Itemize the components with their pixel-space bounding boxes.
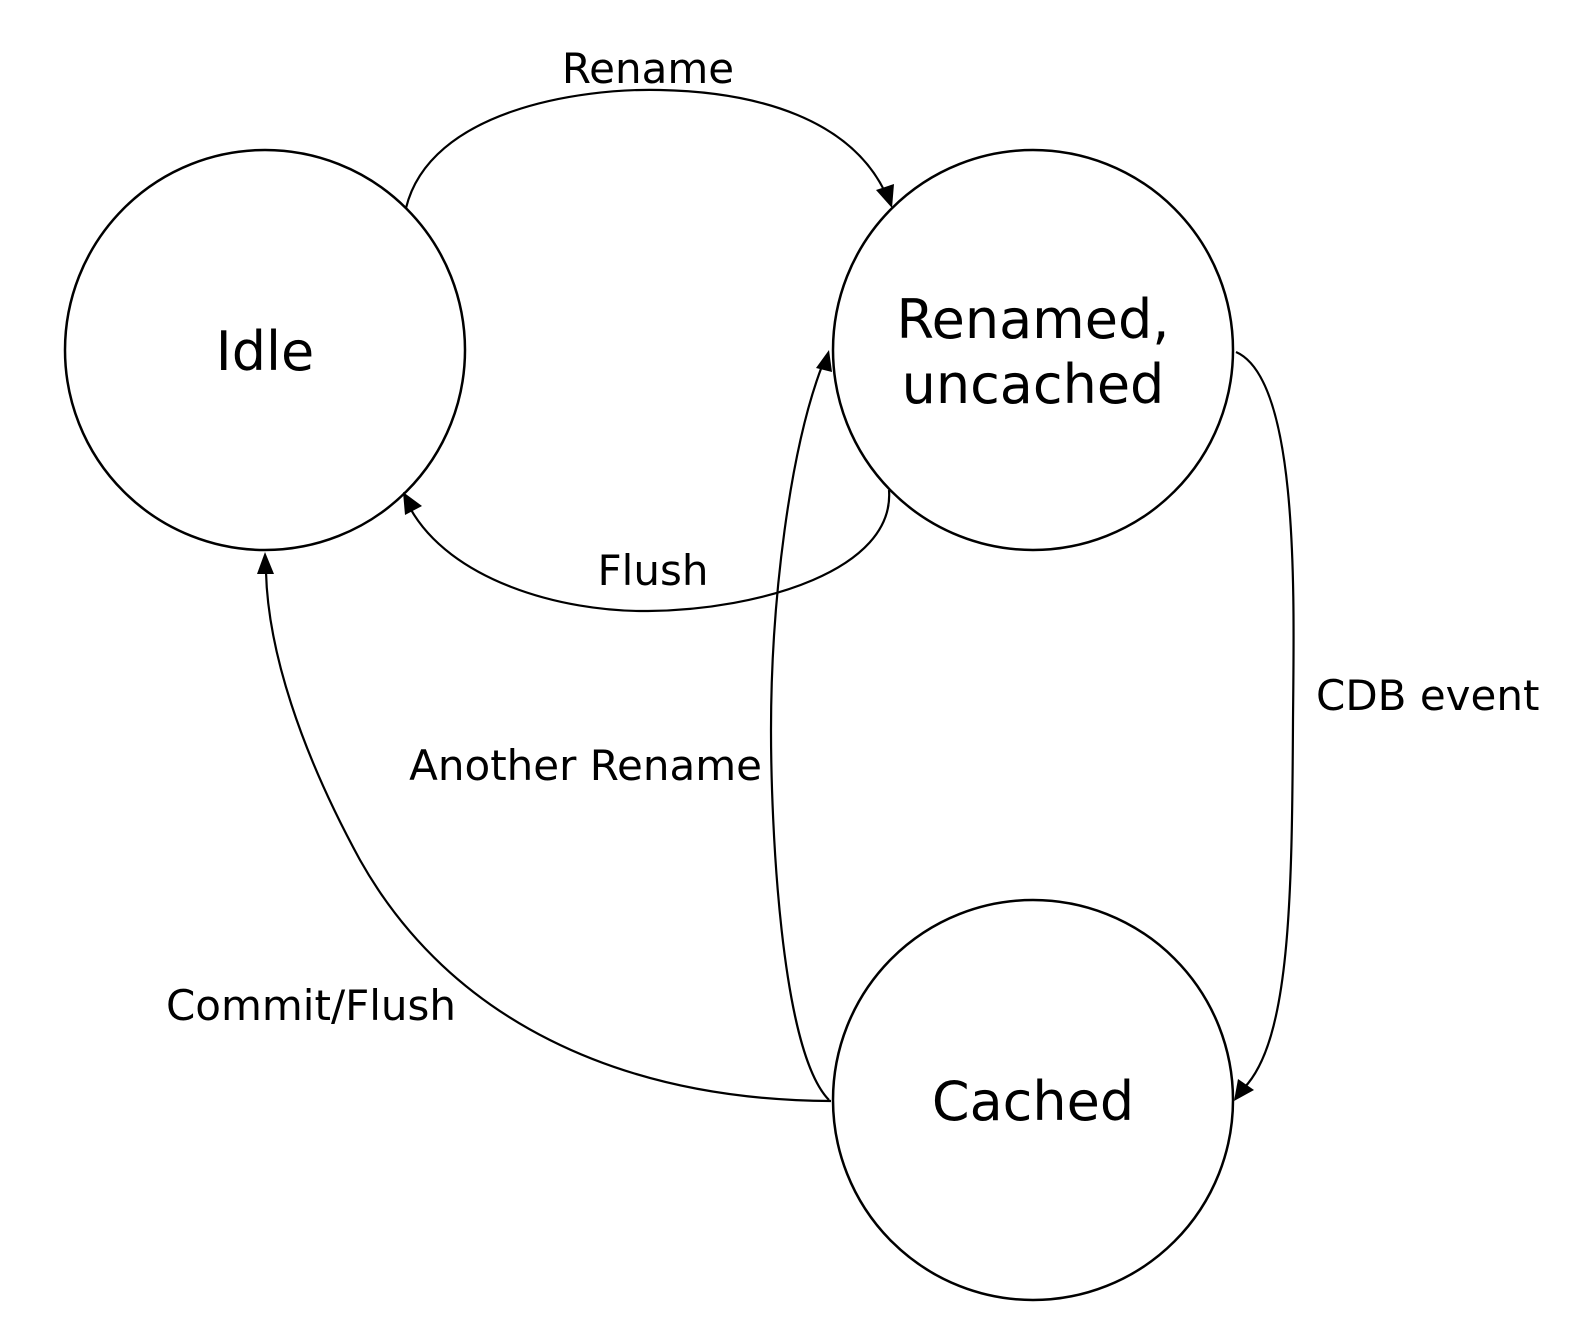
transition-another-rename-label: Another Rename [409,741,762,790]
transition-commit-flush-label: Commit/Flush [166,981,456,1030]
transition-rename: Rename [404,44,894,209]
transition-cdb-event-arrowhead [1234,1079,1254,1101]
transition-flush-label: Flush [598,546,709,595]
transition-commit-flush: Commit/Flush [166,552,832,1103]
transition-flush-arrowhead [403,492,422,515]
state-renamed-uncached-label-line2: uncached [902,353,1165,416]
state-idle: Idle [63,148,467,552]
state-renamed-uncached-circle [831,148,1235,552]
transition-commit-flush-arrowhead [257,552,274,574]
transition-another-rename: Another Rename [409,350,832,1101]
state-cached-circle [831,898,1235,1302]
state-cached: Cached [831,898,1235,1302]
state-renamed-uncached-label-line1: Renamed, [897,288,1170,351]
transition-cdb-event: CDB event [1234,350,1539,1101]
transition-cdb-event-arrow [1235,350,1295,1089]
transition-flush: Flush [403,489,891,613]
transition-rename-arrowhead [876,184,894,208]
state-idle-circle [63,148,467,552]
transition-commit-flush-arrow [264,571,832,1103]
state-renamed-uncached: Renamed, uncached [831,148,1235,552]
transition-another-rename-arrowhead [816,350,832,372]
state-idle-label: Idle [216,320,314,383]
transition-rename-arrow [404,88,886,209]
transition-flush-arrow [409,489,891,613]
transition-cdb-event-label: CDB event [1316,671,1539,720]
transition-rename-label: Rename [562,44,734,93]
transition-another-rename-arrow [769,365,830,1101]
state-cached-label: Cached [932,1070,1134,1133]
